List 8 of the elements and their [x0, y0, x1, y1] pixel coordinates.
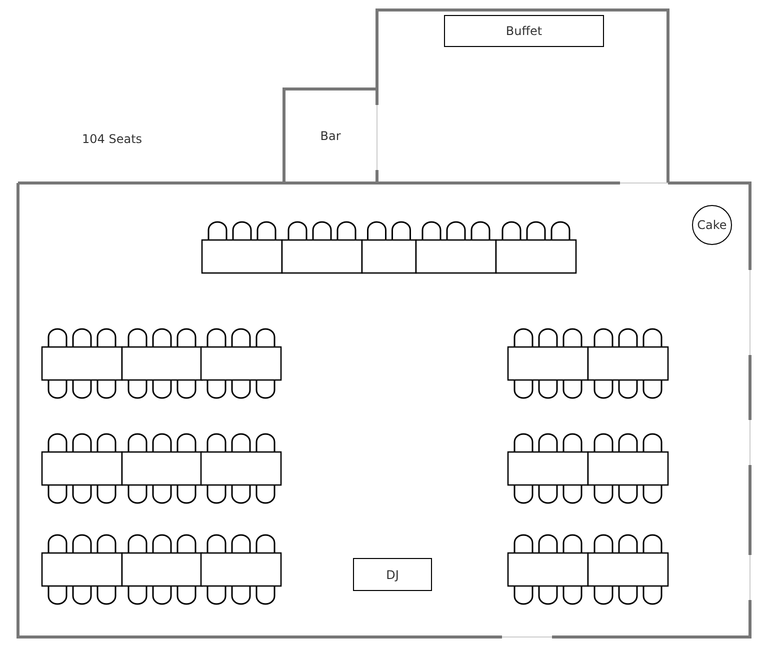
area-label: DJ — [386, 568, 399, 582]
cake-table-circle — [692, 205, 732, 245]
area-label: Bar — [320, 129, 341, 143]
area-label: Cake — [697, 218, 727, 232]
station-box — [444, 15, 604, 47]
area-label: Buffet — [506, 24, 542, 38]
station-box — [353, 558, 432, 591]
seat-count-note: 104 Seats — [82, 132, 142, 146]
